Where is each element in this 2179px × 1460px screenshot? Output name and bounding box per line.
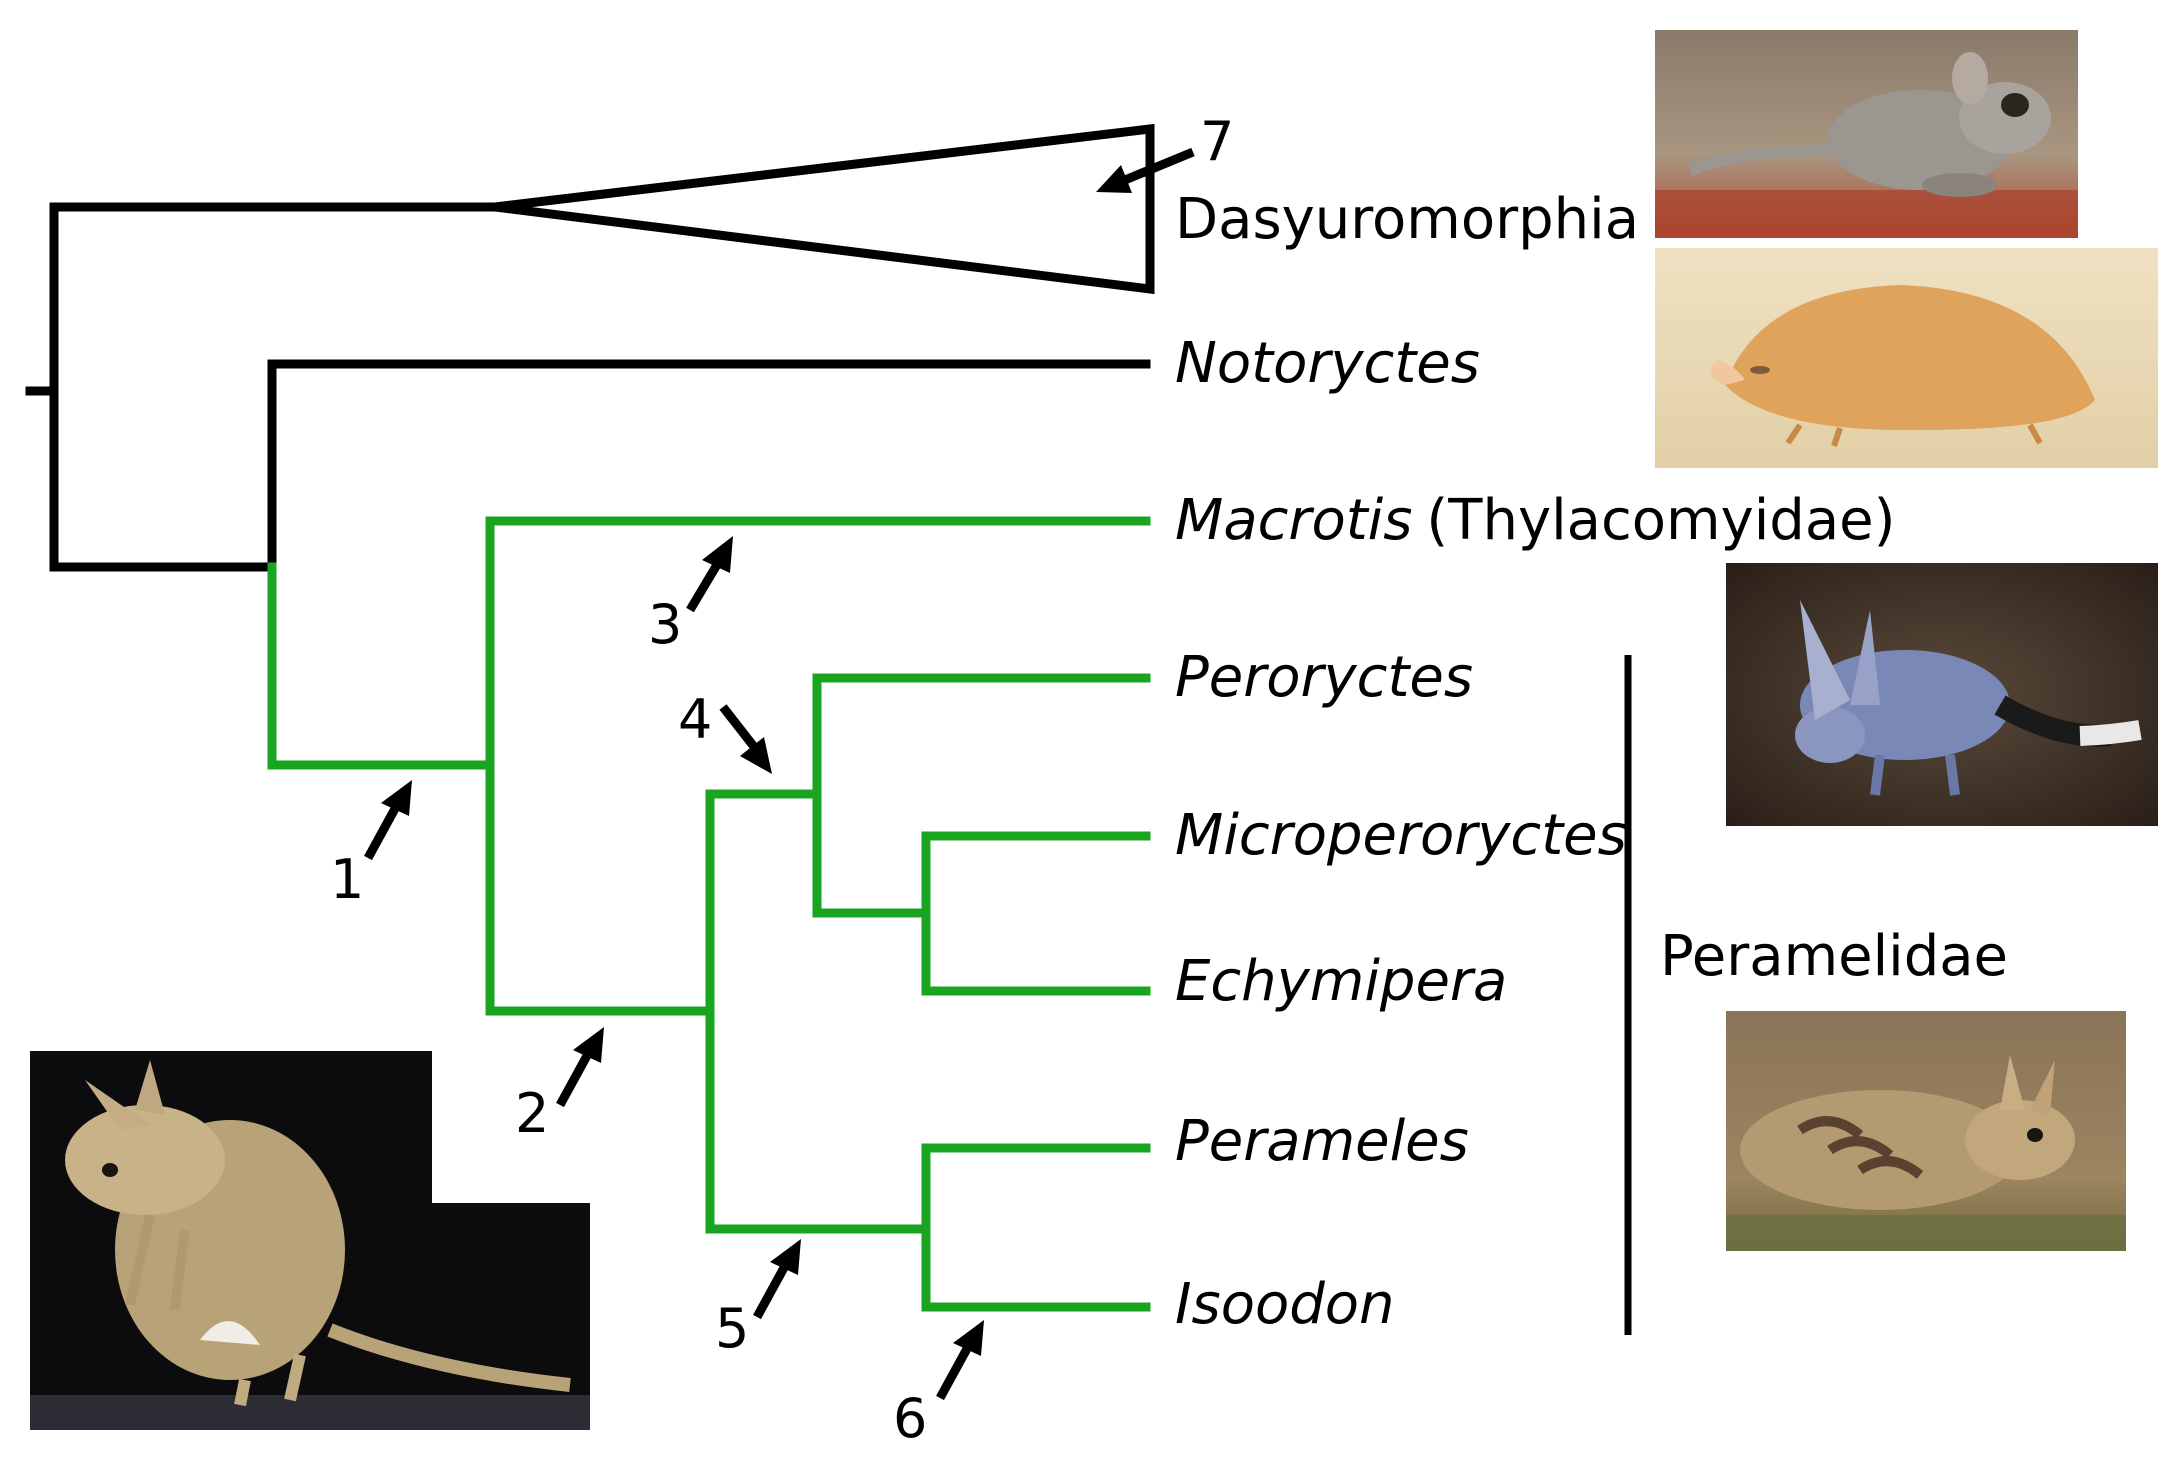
label-peroryctes: Peroryctes bbox=[1175, 645, 1473, 710]
marsupial-mole-photo bbox=[1655, 248, 2158, 468]
peroryctes-branch bbox=[812, 673, 1151, 799]
peroryctinae-branch bbox=[705, 789, 822, 1016]
arrow-node-1: 1 bbox=[330, 780, 412, 911]
label-thylacomyidae: (Thylacomyidae) bbox=[1426, 488, 1895, 553]
arrow-node-6: 6 bbox=[893, 1320, 984, 1450]
label-echymipera: Echymipera bbox=[1175, 949, 1507, 1014]
svg-text:1: 1 bbox=[330, 848, 364, 911]
label-peramelidae: Peramelidae bbox=[1660, 924, 2008, 989]
label-dasyuromorphia: Dasyuromorphia bbox=[1175, 187, 1639, 252]
perameles-branch bbox=[921, 1143, 1151, 1234]
svg-text:5: 5 bbox=[715, 1297, 749, 1360]
arrow-node-4: 4 bbox=[678, 688, 772, 774]
micro-echy-stem-branch bbox=[812, 789, 931, 918]
label-isoodon: Isoodon bbox=[1175, 1272, 1395, 1337]
arrow-node-5: 5 bbox=[715, 1239, 801, 1360]
dasyuromorphia-clade-triangle bbox=[494, 123, 1155, 295]
label-macrotis: Macrotis bbox=[1175, 488, 1412, 553]
label-macrotis-line: Macrotis(Thylacomyidae) bbox=[1175, 488, 1895, 553]
svg-text:7: 7 bbox=[1200, 110, 1234, 173]
svg-text:4: 4 bbox=[678, 688, 712, 751]
peramelinae-branch bbox=[705, 1006, 931, 1234]
microperoryctes-branch bbox=[921, 831, 1151, 918]
dunnart-photo bbox=[1655, 30, 2078, 238]
notoryctes-branch bbox=[267, 359, 1151, 572]
isoodon-branch bbox=[921, 1224, 1151, 1312]
taxon-labels: Dasyuromorphia Notoryctes Macrotis(Thyla… bbox=[1175, 187, 2008, 1337]
bandicoot-branches bbox=[267, 516, 1151, 1312]
bilby-photo bbox=[1726, 563, 2158, 826]
root-branch bbox=[49, 202, 500, 572]
label-notoryctes: Notoryctes bbox=[1175, 331, 1480, 396]
macrotis-branch bbox=[485, 516, 1151, 770]
arrow-node-7: 7 bbox=[1096, 110, 1234, 193]
arrow-node-2: 2 bbox=[515, 1027, 604, 1145]
label-microperoryctes: Microperoryctes bbox=[1175, 803, 1627, 868]
bandicoot-stem-branch bbox=[267, 562, 495, 770]
echymipera-branch bbox=[921, 908, 1151, 996]
node-arrows: 1 2 3 4 5 6 7 bbox=[330, 110, 1234, 1450]
pig-footed-bandicoot-photo bbox=[30, 1051, 590, 1430]
arrow-node-3: 3 bbox=[648, 536, 733, 656]
label-perameles: Perameles bbox=[1175, 1109, 1469, 1174]
svg-text:6: 6 bbox=[893, 1387, 927, 1450]
svg-text:2: 2 bbox=[515, 1082, 549, 1145]
peramelidae-stem-branch bbox=[485, 760, 715, 1016]
outgroup-branches bbox=[25, 123, 1155, 572]
bandicoot-photo bbox=[1726, 1011, 2126, 1251]
svg-text:3: 3 bbox=[648, 593, 682, 656]
